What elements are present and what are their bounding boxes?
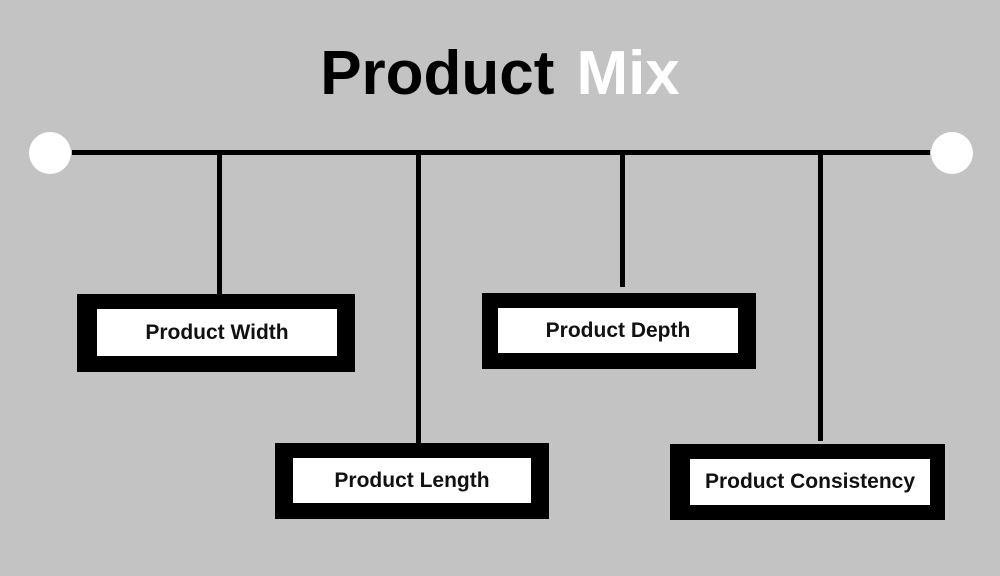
branch-line-length	[416, 155, 421, 443]
right-end-node	[931, 132, 973, 174]
diagram-title: Product Mix	[0, 34, 1000, 114]
box-product-width: Product Width	[77, 294, 355, 372]
branch-line-width	[217, 155, 222, 294]
branch-line-consistency	[818, 155, 823, 441]
left-end-node	[29, 132, 71, 174]
title-word-product: Product	[320, 39, 555, 108]
box-product-depth: Product Depth	[482, 293, 756, 369]
box-product-consistency: Product Consistency	[670, 444, 945, 520]
label-product-consistency: Product Consistency	[690, 459, 930, 505]
box-product-length: Product Length	[275, 443, 549, 519]
label-product-width: Product Width	[97, 309, 337, 356]
label-product-length: Product Length	[293, 458, 531, 503]
label-product-depth: Product Depth	[498, 308, 738, 353]
branch-line-depth	[620, 155, 625, 287]
title-word-mix: Mix	[576, 39, 680, 108]
main-horizontal-line	[72, 150, 930, 155]
